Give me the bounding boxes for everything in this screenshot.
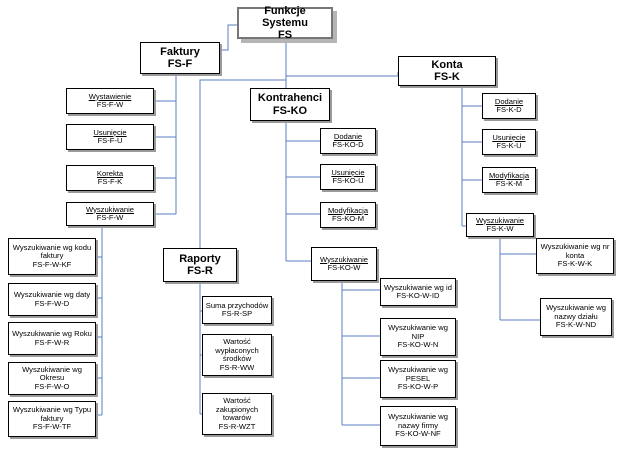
node-code: FS-KO-U: [332, 176, 364, 185]
node-label: Wyszukiwanie: [85, 204, 135, 214]
faktury-search-kod: Wyszukiwanie wg kodu faktury FS-F-W-KF: [8, 238, 96, 275]
node-label: Wyszukiwanie wg daty: [13, 290, 91, 299]
node-label: Dodanie: [333, 131, 363, 141]
raporty-title: Raporty: [179, 252, 221, 265]
node-label: Wyszukiwanie wg nazwy działu: [546, 303, 606, 321]
node-code: FS-KO-D: [332, 140, 364, 149]
node-code: FS-K-M: [495, 179, 523, 188]
faktury-search-rok: Wyszukiwanie wg Roku FS-F-W-R: [8, 322, 96, 355]
root-node: Funkcje Systemu FS: [237, 4, 333, 42]
kontrahenci-item-wyszukiwanie: Wyszukiwanie FS-KO-W: [311, 247, 377, 281]
kontrahenci-search-nip: Wyszukiwanie wg NIP FS-KO-W-N: [380, 318, 456, 356]
node-code: FS-F-W-KF: [32, 259, 72, 269]
konta-code: FS-K: [434, 71, 460, 83]
node-code: FS-F-K: [97, 177, 123, 186]
kontrahenci-code: FS-KO: [272, 104, 308, 117]
node-code: FS-R-SP: [221, 309, 253, 318]
node-code: FS-F-W: [96, 213, 124, 222]
raporty-code: FS-R: [187, 265, 213, 277]
node-label: Wartość zakupionych towarów: [215, 396, 259, 422]
node-code: FS-F-W-R: [34, 337, 70, 347]
node-code: FS-F-W-TF: [32, 422, 72, 432]
node-code: FS-KO-W-N: [397, 340, 439, 350]
node-code: FS-K-W: [486, 224, 514, 233]
node-code: FS-KO-W-P: [397, 382, 439, 392]
node-label: Wyszukiwanie wg nr konta: [540, 242, 610, 260]
node-label: Wyszukiwanie wg Typu faktury: [12, 405, 92, 423]
raporty-item-suma: Suma przychodów FS-R-SP: [202, 296, 272, 324]
kontrahenci-search-pesel: Wyszukiwanie wg PESEL FS-KO-W-P: [380, 360, 456, 398]
konta-title: Konta: [431, 58, 463, 71]
node-label: Dodanie: [494, 96, 524, 106]
root-title: Funkcje Systemu: [262, 4, 308, 29]
node-label: Wyszukiwanie wg NIP: [388, 323, 448, 341]
node-label: Usunięcie: [93, 127, 127, 137]
konta-item-wyszukiwanie: Wyszukiwanie FS-K-W: [466, 213, 534, 237]
node-code: FS-F-W-D: [34, 298, 70, 308]
kontrahenci-item-usuniecie: Usunięcie FS-KO-U: [320, 164, 376, 190]
node-code: FS-KO-W: [327, 263, 361, 272]
faktury-search-data: Wyszukiwanie wg daty FS-F-W-D: [8, 283, 96, 316]
raporty-item-wyplacone: Wartość wypłaconych środków FS-R-WW: [202, 334, 272, 376]
node-label: Wyszukiwanie: [475, 215, 525, 225]
node-label: Wyszukiwanie: [319, 254, 369, 264]
kontrahenci-node: Kontrahenci FS-KO: [250, 88, 330, 121]
kontrahenci-item-dodanie: Dodanie FS-KO-D: [320, 128, 376, 154]
konta-node: Konta FS-K: [398, 56, 496, 86]
kontrahenci-search-firma: Wyszukiwanie wg nazwy firmy FS-KO-W-NF: [380, 406, 456, 446]
raporty-node: Raporty FS-R: [163, 248, 237, 282]
node-code: FS-K-W-ND: [555, 320, 597, 330]
node-code: FS-K-D: [496, 105, 522, 114]
node-code: FS-F-W: [96, 100, 124, 109]
node-code: FS-F-U: [97, 136, 123, 145]
node-label: Wyszukiwanie wg Roku: [12, 329, 92, 338]
node-code: FS-K-U: [496, 141, 522, 150]
node-label: Usunięcie: [331, 167, 365, 177]
node-label: Usunięcie: [492, 132, 526, 142]
node-code: FS-KO-M: [331, 214, 365, 223]
konta-item-dodanie: Dodanie FS-K-D: [482, 93, 536, 119]
node-label: Suma przychodów: [205, 300, 269, 310]
faktury-item-wystawienie: Wystawienie FS-F-W: [66, 88, 154, 114]
node-label: Wyszukiwanie wg nazwy firmy: [388, 412, 448, 430]
node-code: FS-K-W-K: [557, 259, 593, 269]
node-code: FS-R-WW: [219, 362, 255, 372]
node-label: Wyszukiwanie wg PESEL: [388, 365, 448, 383]
node-code: FS-KO-W-ID: [396, 291, 440, 300]
kontrahenci-item-modyfikacja: Modyfikacja FS-KO-M: [320, 202, 376, 228]
node-label: Wyszukiwanie wg Okresu: [22, 364, 82, 383]
konta-item-modyfikacja: Modyfikacja FS-K-M: [482, 167, 536, 193]
root-code: FS: [277, 29, 293, 42]
raporty-item-zakupione: Wartość zakupionych towarów FS-R-WZT: [202, 393, 272, 435]
node-code: FS-R-WZT: [218, 421, 256, 431]
faktury-node: Faktury FS-F: [140, 42, 220, 74]
faktury-item-usuniecie: Usunięcie FS-F-U: [66, 124, 154, 150]
faktury-code: FS-F: [167, 58, 193, 70]
node-label: Wyszukiwanie wg kodu faktury: [12, 242, 92, 261]
kontrahenci-title: Kontrahenci: [257, 92, 323, 105]
faktury-item-wyszukiwanie: Wyszukiwanie FS-F-W: [66, 202, 154, 226]
node-code: FS-KO-W-NF: [395, 429, 441, 439]
faktury-title: Faktury: [160, 45, 200, 58]
konta-search-dzial: Wyszukiwanie wg nazwy działu FS-K-W-ND: [540, 298, 612, 336]
faktury-item-korekta: Korekta FS-F-K: [66, 165, 154, 191]
node-label: Wyszukiwanie wg id: [384, 282, 452, 292]
kontrahenci-search-id: Wyszukiwanie wg id FS-KO-W-ID: [380, 278, 456, 306]
node-code: FS-F-W-O: [34, 381, 70, 391]
konta-search-konto: Wyszukiwanie wg nr konta FS-K-W-K: [536, 238, 614, 274]
faktury-search-okres: Wyszukiwanie wg Okresu FS-F-W-O: [8, 362, 96, 395]
node-label: Modyfikacja: [488, 170, 530, 180]
node-label: Modyfikacja: [327, 205, 369, 215]
faktury-search-typ: Wyszukiwanie wg Typu faktury FS-F-W-TF: [8, 401, 96, 437]
konta-item-usuniecie: Usunięcie FS-K-U: [482, 129, 536, 155]
node-label: Wartość wypłaconych środków: [215, 337, 259, 363]
node-label: Wystawienie: [88, 91, 132, 101]
node-label: Korekta: [96, 168, 124, 178]
